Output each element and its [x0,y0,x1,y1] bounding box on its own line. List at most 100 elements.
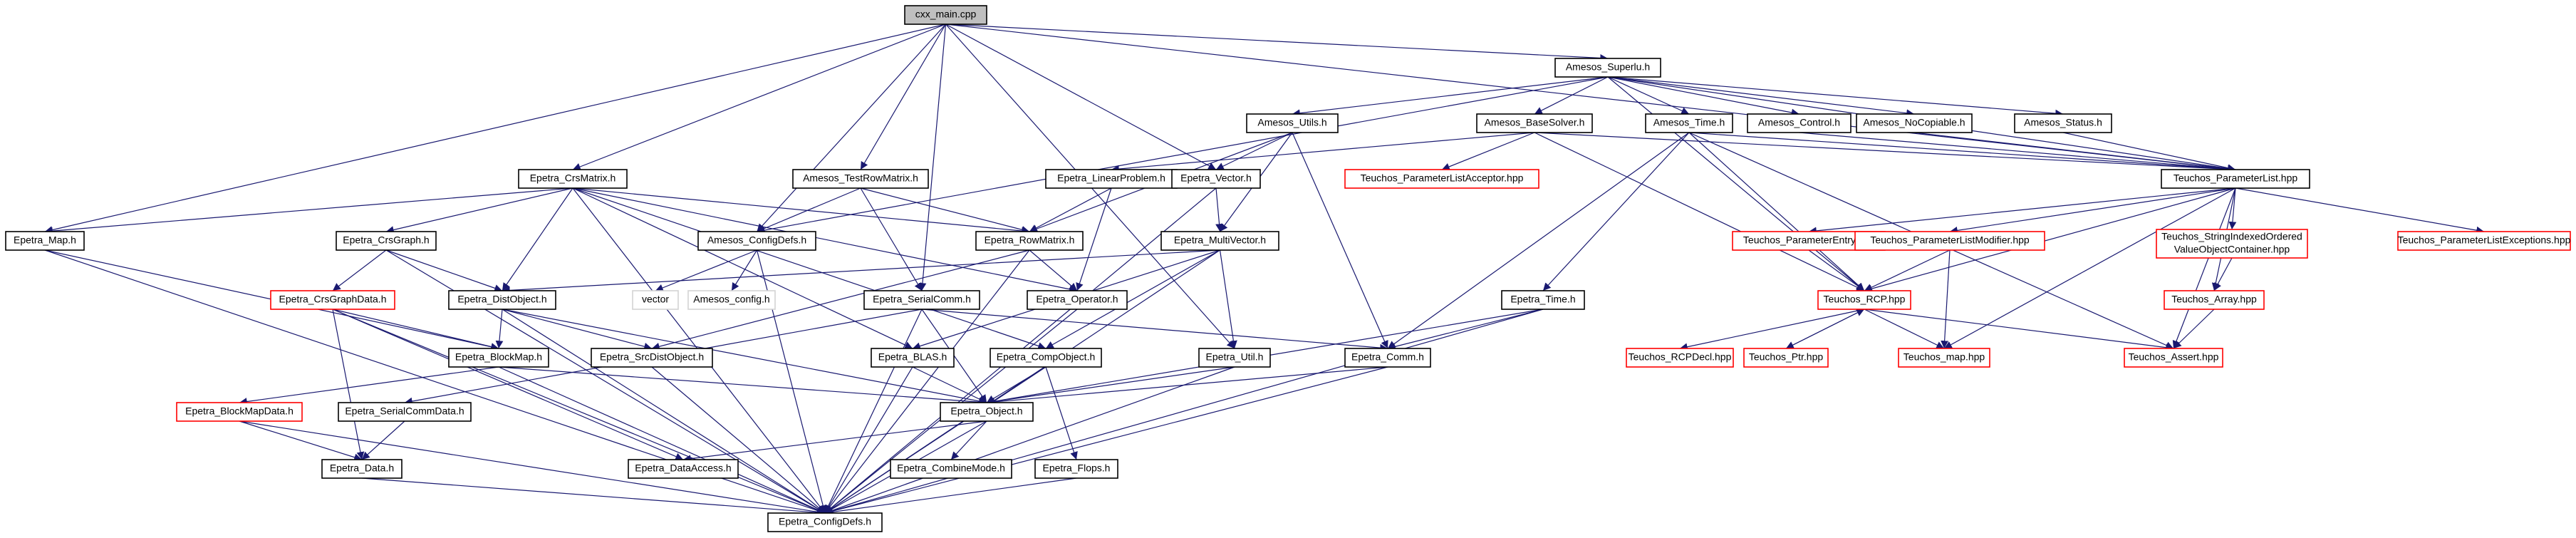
node-epetra-dataaccess[interactable]: Epetra_DataAccess.h [628,459,739,479]
node-box-epetra-crsgraph [336,231,437,251]
node-amesos-superlu[interactable]: Amesos_Superlu.h [1554,58,1661,78]
node-teuchos-assert[interactable]: Teuchos_Assert.hpp [2124,348,2223,368]
edge-epetra-blockmap-to-epetra-configdefs [498,366,826,514]
node-epetra-blockmapdata[interactable]: Epetra_BlockMapData.h [176,402,303,422]
node-label-epetra-time: Epetra_Time.h [1510,294,1575,305]
node-box-amesos-time [1645,113,1733,133]
node-epetra-flops[interactable]: Epetra_Flops.h [1034,459,1118,479]
edge-epetra-crsgraphdata-to-epetra-configdefs [332,309,826,514]
node-teuchos-plaacceptor[interactable]: Teuchos_ParameterListAcceptor.hpp [1344,169,1539,189]
node-label-epetra-srcdistobject: Epetra_SrcDistObject.h [600,351,704,363]
node-epetra-time[interactable]: Epetra_Time.h [1501,290,1585,310]
node-label-amesos-time: Amesos_Time.h [1653,117,1725,128]
node-label-teuchos-parameterentry: Teuchos_ParameterEntry.hpp [1743,234,1874,246]
node-cxx-main[interactable]: cxx_main.cpp [904,5,987,25]
node-epetra-crsgraphdata[interactable]: Epetra_CrsGraphData.h [270,290,395,310]
node-label-epetra-crsgraph: Epetra_CrsGraph.h [343,234,429,246]
edge-teuchos-parameterlist-to-teuchos-rcp [1864,187,2236,293]
edge-epetra-crsgraphdata-to-epetra-data [332,309,365,460]
node-label-teuchos-plexceptions: Teuchos_ParameterListExceptions.hpp [2398,234,2571,246]
node-epetra-crsmatrix[interactable]: Epetra_CrsMatrix.h [518,169,628,189]
edge-cxx-main-to-epetra-serialcomm [918,24,947,291]
node-epetra-serialcommdata[interactable]: Epetra_SerialCommData.h [338,402,472,422]
node-box-epetra-linearproblem [1045,169,1178,189]
node-label-epetra-data: Epetra_Data.h [330,462,394,474]
node-epetra-util[interactable]: Epetra_Util.h [1198,348,1271,368]
edge-epetra-crsgraphdata-to-epetra-blockmap [332,309,499,351]
node-box-epetra-blockmap [448,348,549,368]
node-box-amesos-utils [1246,113,1339,133]
node-box-teuchos-stringindexed-1 [2156,229,2308,259]
edge-epetra-blockmap-to-epetra-object [498,366,987,406]
node-epetra-combinemode[interactable]: Epetra_CombineMode.h [890,459,1012,479]
edge-epetra-blas-to-epetra-configdefs [824,366,913,514]
edge-epetra-object-to-epetra-dataaccess [682,420,987,462]
edge-epetra-time-to-epetra-configdefs [824,309,1544,515]
node-label-epetra-blockmapdata: Epetra_BlockMapData.h [185,405,294,417]
edge-epetra-comm-to-epetra-object [986,366,1388,406]
node-teuchos-ptr[interactable]: Teuchos_Ptr.hpp [1743,348,1829,368]
node-box-epetra-serialcommdata [338,402,472,422]
node-label-epetra-combinemode: Epetra_CombineMode.h [897,462,1005,474]
node-epetra-crsgraph[interactable]: Epetra_CrsGraph.h [336,231,437,251]
node-epetra-data[interactable]: Epetra_Data.h [321,459,402,479]
node-epetra-linearproblem[interactable]: Epetra_LinearProblem.h [1045,169,1178,189]
node-epetra-serialcomm[interactable]: Epetra_SerialComm.h [863,290,980,310]
node-label-teuchos-parameterlist: Teuchos_ParameterList.hpp [2174,172,2298,184]
node-epetra-comm[interactable]: Epetra_Comm.h [1344,348,1431,368]
node-teuchos-stringindexed-1[interactable]: Teuchos_StringIndexedOrdered [2156,229,2308,259]
node-teuchos-plmodifier[interactable]: Teuchos_ParameterListModifier.hpp [1854,231,2045,251]
node-epetra-vector[interactable]: Epetra_Vector.h [1171,169,1261,189]
node-label-epetra-operator: Epetra_Operator.h [1036,294,1118,305]
node-teuchos-map[interactable]: Teuchos_map.hpp [1898,348,1990,368]
node-box-epetra-operator [1027,290,1128,310]
edge-epetra-multivector-to-epetra-compobject [1045,249,1220,349]
node-epetra-object[interactable]: Epetra_Object.h [940,402,1034,422]
node-box-teuchos-array [2164,290,2265,310]
node-epetra-blas[interactable]: Epetra_BLAS.h [871,348,955,368]
edge-teuchos-parameterlist-to-teuchos-stringindexed-1 [2228,187,2237,230]
node-epetra-compobject[interactable]: Epetra_CompObject.h [990,348,1102,368]
node-label-epetra-vector: Epetra_Vector.h [1180,172,1252,184]
node-epetra-map[interactable]: Epetra_Map.h [5,231,85,251]
edge-teuchos-rcp-to-teuchos-rcpdecl [1679,309,1865,351]
edge-cxx-main-to-teuchos-parameterlist [945,24,2236,173]
node-teuchos-rcp[interactable]: Teuchos_RCP.hpp [1817,290,1911,310]
node-amesos-basesolver[interactable]: Amesos_BaseSolver.h [1476,113,1593,133]
node-teuchos-plexceptions[interactable]: Teuchos_ParameterListExceptions.hpp [2397,231,2571,251]
edge-cxx-main-to-epetra-map [44,24,946,234]
node-amesos-testrowmatrix[interactable]: Amesos_TestRowMatrix.h [792,169,929,189]
node-epetra-configdefs[interactable]: Epetra_ConfigDefs.h [767,512,883,532]
node-label-teuchos-plaacceptor: Teuchos_ParameterListAcceptor.hpp [1361,172,1524,184]
node-label-teuchos-assert: Teuchos_Assert.hpp [2129,351,2219,363]
edge-epetra-rowmatrix-to-epetra-configdefs [824,249,1030,514]
node-epetra-rowmatrix[interactable]: Epetra_RowMatrix.h [975,231,1084,251]
edge-epetra-comm-to-epetra-configdefs [824,366,1388,515]
node-teuchos-array[interactable]: Teuchos_Array.hpp [2164,290,2265,310]
edge-amesos-basesolver-to-teuchos-rcp [1534,132,1865,291]
node-amesos-configdefs[interactable]: Amesos_ConfigDefs.h [697,231,816,251]
node-teuchos-rcpdecl[interactable]: Teuchos_RCPDecl.hpp [1626,348,1734,368]
node-amesos-utils[interactable]: Amesos_Utils.h [1246,113,1339,133]
node-box-epetra-distobject [448,290,556,310]
edge-epetra-vector-to-epetra-multivector [1215,187,1223,232]
node-label-teuchos-map: Teuchos_map.hpp [1904,351,1985,363]
node-label-epetra-multivector: Epetra_MultiVector.h [1174,234,1266,246]
node-epetra-operator[interactable]: Epetra_Operator.h [1027,290,1128,310]
node-teuchos-parameterlist[interactable]: Teuchos_ParameterList.hpp [2161,169,2310,189]
node-amesos-time[interactable]: Amesos_Time.h [1645,113,1733,133]
node-amesos-control[interactable]: Amesos_Control.h [1747,113,1852,133]
node-epetra-blockmap[interactable]: Epetra_BlockMap.h [448,348,549,368]
node-label-amesos-control: Amesos_Control.h [1758,117,1840,128]
edge-epetra-blockmapdata-to-epetra-data [239,420,363,461]
node-label-epetra-object: Epetra_Object.h [950,405,1022,417]
node-amesos-nocopiable[interactable]: Amesos_NoCopiable.h [1856,113,1973,133]
node-epetra-srcdistobject[interactable]: Epetra_SrcDistObject.h [591,348,713,368]
node-box-teuchos-plmodifier [1854,231,2045,251]
edge-amesos-superlu-to-teuchos-rcp [1607,76,1865,291]
edge-cxx-main-to-epetra-vector [945,24,1217,170]
node-amesos-status[interactable]: Amesos_Status.h [2014,113,2112,133]
node-epetra-multivector[interactable]: Epetra_MultiVector.h [1160,231,1279,251]
node-epetra-distobject[interactable]: Epetra_DistObject.h [448,290,556,310]
edge-amesos-basesolver-to-teuchos-parameterlist [1534,132,2236,173]
